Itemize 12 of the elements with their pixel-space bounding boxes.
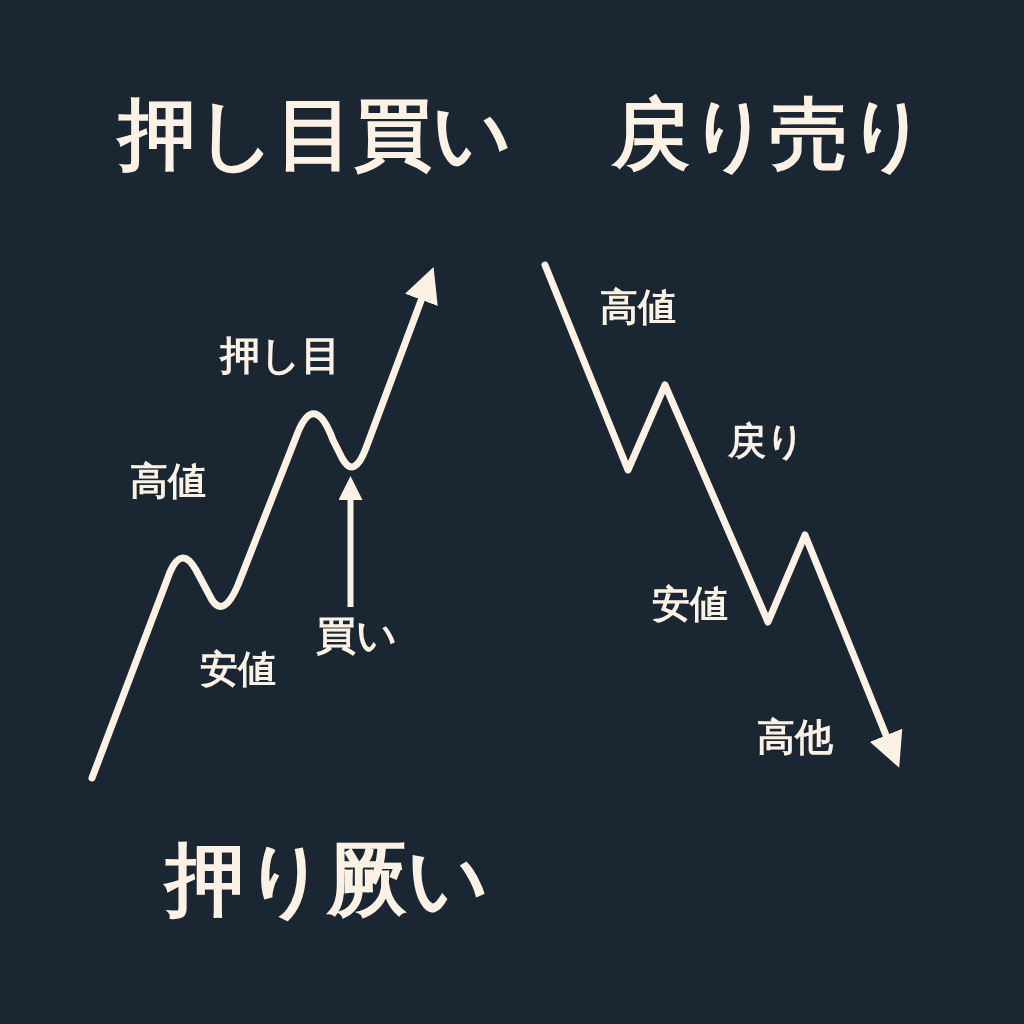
leader-arrow: [338, 476, 363, 607]
label: 安値: [652, 585, 728, 623]
label: 安値: [200, 650, 276, 688]
label: 戻り: [728, 422, 805, 460]
uptrend-arrow: [88, 267, 438, 782]
label: 高値: [600, 288, 676, 326]
panel-heading: 戻り売り: [612, 95, 928, 173]
label: 高値: [130, 462, 206, 500]
label: 押し目: [220, 335, 341, 375]
caption-text: 押り厥い: [165, 840, 489, 920]
panel-heading: 押し目買い: [118, 95, 512, 173]
label: 高他: [757, 718, 833, 756]
